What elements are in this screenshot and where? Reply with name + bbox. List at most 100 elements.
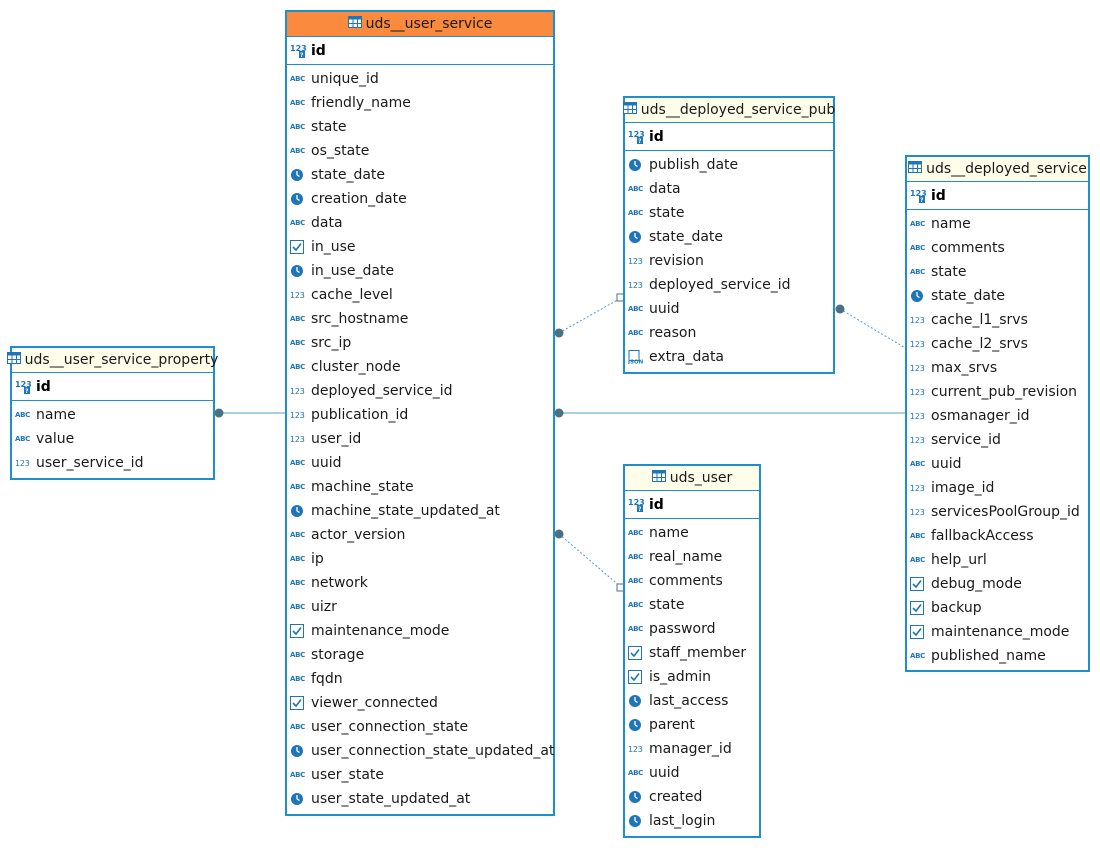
column-debug-mode[interactable]: debug_mode bbox=[907, 572, 1088, 596]
link-property-to-user-service[interactable] bbox=[214, 408, 288, 418]
table-header[interactable]: uds__deployed_service bbox=[907, 157, 1088, 182]
column-maintenance-mode[interactable]: maintenance_mode bbox=[907, 620, 1088, 644]
column-machine-state-updated-at[interactable]: machine_state_updated_at bbox=[287, 499, 553, 523]
column-parent[interactable]: parent bbox=[625, 713, 759, 737]
column-staff-member[interactable]: staff_member bbox=[625, 641, 759, 665]
column-is-admin[interactable]: is_admin bbox=[625, 665, 759, 689]
column-backup[interactable]: backup bbox=[907, 596, 1088, 620]
column-user-state-updated-at[interactable]: user_state_updated_at bbox=[287, 787, 553, 811]
table-header[interactable]: uds__user_service_property bbox=[6, 348, 218, 373]
column-maintenance-mode[interactable]: maintenance_mode bbox=[287, 619, 553, 643]
column-publish-date[interactable]: publish_date bbox=[625, 153, 833, 177]
link-user-service-to-publication[interactable] bbox=[554, 293, 625, 338]
primary-key-row[interactable]: 123?id bbox=[12, 373, 213, 401]
column-state-date[interactable]: state_date bbox=[625, 225, 833, 249]
text-type-icon: ABC bbox=[628, 601, 643, 609]
column-state-date[interactable]: state_date bbox=[907, 284, 1088, 308]
column-viewer-connected[interactable]: viewer_connected bbox=[287, 691, 553, 715]
primary-key-row[interactable]: 123?id bbox=[287, 37, 553, 65]
column-state-date[interactable]: state_date bbox=[287, 163, 553, 187]
column-user-connection-state-updated-at[interactable]: user_connection_state_updated_at bbox=[287, 739, 554, 763]
primary-key-row[interactable]: 123?id bbox=[907, 182, 1088, 210]
column-in-use-date[interactable]: in_use_date bbox=[287, 259, 553, 283]
column-in-use[interactable]: in_use bbox=[287, 235, 553, 259]
table-header[interactable]: uds__deployed_service_pub bbox=[622, 98, 835, 123]
primary-key-row[interactable]: 123?id bbox=[625, 123, 833, 151]
column-last-access[interactable]: last_access bbox=[625, 689, 759, 713]
text-type-icon: ABC bbox=[628, 553, 643, 561]
column-last-login[interactable]: last_login bbox=[625, 809, 759, 833]
link-user-service-to-deployed-service[interactable] bbox=[554, 408, 908, 418]
table-header[interactable]: uds_user bbox=[625, 466, 759, 491]
table-header[interactable]: uds__user_service bbox=[287, 12, 553, 37]
link-publication-to-deployed-service[interactable] bbox=[835, 304, 908, 350]
checkbox-type-icon bbox=[290, 695, 308, 711]
column-created[interactable]: created bbox=[625, 785, 759, 809]
primary-key-row[interactable]: 123?id bbox=[625, 491, 759, 519]
link-user-service-to-user[interactable] bbox=[554, 529, 625, 592]
text-type-icon: ABC bbox=[290, 483, 305, 491]
column-creation-date[interactable]: creation_date bbox=[287, 187, 553, 211]
